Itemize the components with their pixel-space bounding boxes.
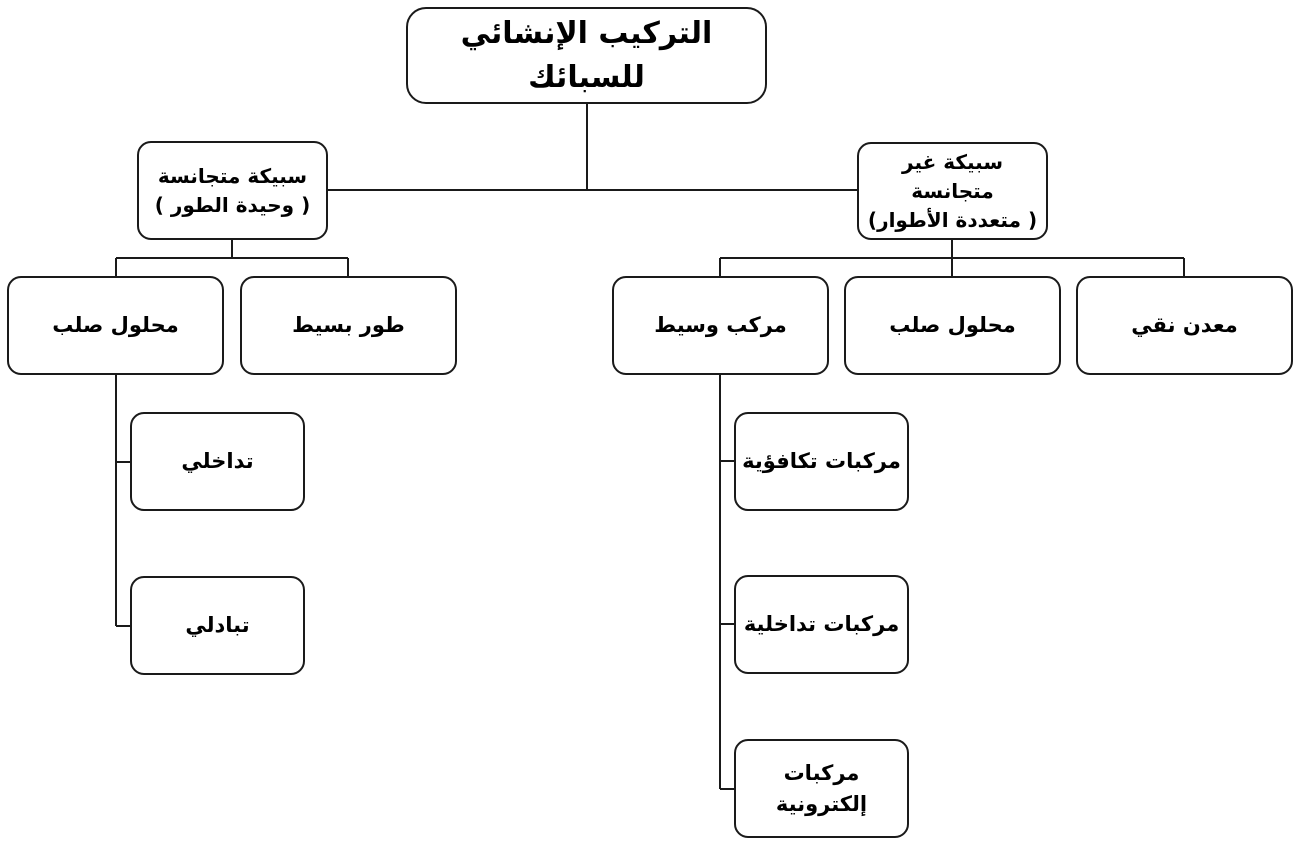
solid-solution-label: محلول صلب <box>52 313 179 338</box>
pure-metal-label: معدن نقي <box>1131 313 1238 338</box>
solid-solution-node: محلول صلب <box>7 276 224 375</box>
electronic-compounds-label: مركبات إلكترونية <box>775 761 868 816</box>
substitutional-label: تبادلي <box>185 613 250 638</box>
interstitial-label: تداخلي <box>181 449 254 474</box>
hetero-solid-solution-node: محلول صلب <box>844 276 1061 375</box>
homogeneous-sublabel: ( وحيدة الطور ) <box>154 192 311 217</box>
heterogeneous-label: سبيكة غير متجانسة <box>902 149 1003 203</box>
simple-phase-label: طور بسيط <box>292 313 405 338</box>
root-label: التركيب الإنشائي للسبائك <box>460 16 713 95</box>
homogeneous-alloy-node: سبيكة متجانسة ( وحيدة الطور ) <box>137 141 328 240</box>
heterogeneous-alloy-node: سبيكة غير متجانسة ( متعددة الأطوار) <box>857 142 1048 240</box>
interstitial-node: تداخلي <box>130 412 305 511</box>
valence-compounds-node: مركبات تكافؤية <box>734 412 909 511</box>
intermediate-compound-node: مركب وسيط <box>612 276 829 375</box>
interstitial-compounds-node: مركبات تداخلية <box>734 575 909 674</box>
heterogeneous-sublabel: ( متعددة الأطوار) <box>867 207 1038 232</box>
electronic-compounds-node: مركبات إلكترونية <box>734 739 909 838</box>
homogeneous-label: سبيكة متجانسة <box>157 163 308 188</box>
valence-compounds-label: مركبات تكافؤية <box>742 449 901 474</box>
pure-metal-node: معدن نقي <box>1076 276 1293 375</box>
hetero-solid-solution-label: محلول صلب <box>889 313 1016 338</box>
root-node: التركيب الإنشائي للسبائك <box>406 7 767 104</box>
simple-phase-node: طور بسيط <box>240 276 457 375</box>
interstitial-compounds-label: مركبات تداخلية <box>743 612 900 637</box>
substitutional-node: تبادلي <box>130 576 305 675</box>
intermediate-compound-label: مركب وسيط <box>654 313 787 338</box>
